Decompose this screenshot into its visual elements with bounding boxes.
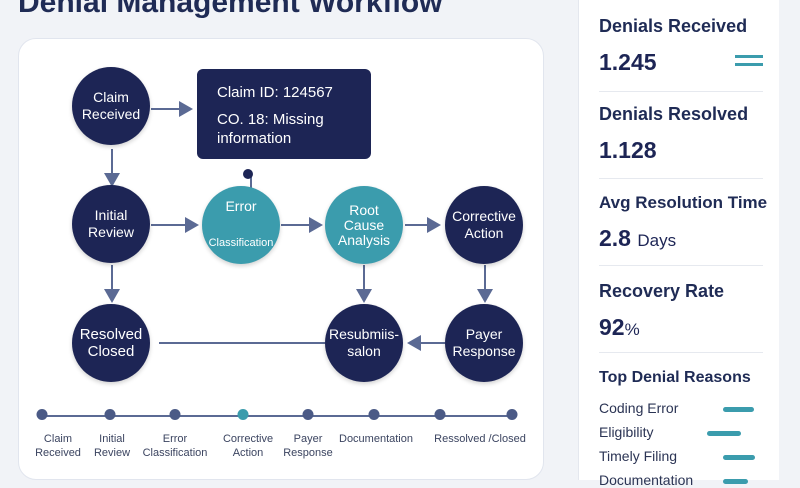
node-root-cause-analysis[interactable]: Root Cause Analysis	[325, 186, 403, 264]
timeline-dot-error-classification[interactable]	[169, 409, 181, 420]
top-denial-reasons: Top Denial Reasons	[599, 369, 763, 387]
claim-tooltip: Claim ID: 124567 CO. 18: Missing informa…	[197, 69, 371, 159]
stat-denials-received-label: Denials Received	[599, 16, 748, 36]
stats-panel: Denials Received 1.245 Denials Resolved …	[578, 0, 779, 488]
node-corrective-action[interactable]: Corrective Action	[445, 186, 523, 264]
reason-label: Documentation	[599, 472, 694, 488]
reason-row: Documentation	[599, 472, 763, 488]
reason-bar	[707, 431, 741, 436]
timeline-dot-payer-response[interactable]	[302, 409, 314, 420]
reason-row: Eligibility	[599, 424, 763, 440]
timeline-dot-corrective-action[interactable]	[237, 409, 249, 420]
timeline-label-claim-received: Claim Received	[35, 433, 81, 459]
reason-label: Coding Error	[599, 400, 679, 416]
timeline-dot-initial-review[interactable]	[104, 409, 116, 420]
timeline-dot-end[interactable]	[506, 409, 518, 420]
reason-bar	[723, 455, 755, 460]
stat-recovery-rate-label: Recovery Rate	[599, 281, 725, 301]
stat-recovery-rate-number: 92	[599, 314, 625, 340]
stat-divider	[599, 91, 763, 92]
timeline-label-resolved-closed: Ressolved /Closed	[434, 433, 526, 445]
stat-recovery-rate-value: 92%	[599, 314, 763, 341]
timeline-label-error-classification: Error Classification	[142, 433, 208, 459]
node-resubmission[interactable]: Resubmiis- salon	[325, 304, 403, 382]
stat-avg-resolution: Avg Resolution Time 2.8 Days	[599, 193, 768, 252]
timeline-label-corrective-action: Corrective Action	[222, 433, 274, 459]
tooltip-claim-id: Claim ID: 124567	[217, 84, 333, 101]
stat-denials-received: Denials Received 1.245	[599, 16, 763, 76]
tooltip-anchor-dot	[243, 169, 253, 179]
timeline-label-payer-response: Payer Response	[283, 433, 333, 459]
timeline-dot-documentation[interactable]	[368, 409, 380, 420]
stat-avg-resolution-unit: Days	[637, 231, 677, 250]
reason-row: Coding Error	[599, 400, 763, 416]
timeline-label-documentation: Documentation	[339, 433, 413, 445]
node-claim-received[interactable]: Claim Received	[72, 67, 150, 145]
stat-denials-received-value: 1.245	[599, 49, 657, 75]
reason-bar	[723, 407, 754, 412]
stat-avg-resolution-number: 2.8	[599, 225, 631, 251]
stat-denials-resolved: Denials Resolved 1.128	[599, 104, 763, 164]
stat-denials-resolved-value: 1.128	[599, 137, 657, 163]
node-initial-review[interactable]: Initial Review	[72, 185, 150, 263]
stat-denials-resolved-label: Denials Resolved	[599, 104, 749, 124]
top-denial-reasons-title: Top Denial Reasons	[599, 369, 751, 386]
reason-row: Timely Filing	[599, 448, 763, 464]
stat-divider	[599, 178, 763, 179]
stat-divider	[599, 265, 763, 266]
stat-avg-resolution-value: 2.8 Days	[599, 225, 763, 252]
node-payer-response[interactable]: Payer Response	[445, 304, 523, 382]
stat-recovery-rate-unit: %	[624, 320, 640, 339]
menu-icon[interactable]	[735, 55, 763, 66]
page-title: Denial Management Workflow	[18, 0, 443, 19]
reason-label: Eligibility	[599, 424, 654, 440]
node-resolved-closed[interactable]: Resolved Closed	[72, 304, 150, 382]
timeline-dot-resolved-closed[interactable]	[434, 409, 446, 420]
node-error-classification-sub: Classification	[208, 237, 274, 249]
stat-recovery-rate: Recovery Rate 92%	[599, 281, 763, 341]
stat-avg-resolution-label: Avg Resolution Time	[599, 193, 768, 212]
reason-label: Timely Filing	[599, 448, 678, 464]
node-error-classification[interactable]: Error Classification	[202, 186, 280, 264]
timeline-label-initial-review: Initial Review	[93, 433, 131, 459]
node-error-classification-title: Error	[225, 198, 257, 214]
stat-divider	[599, 352, 763, 353]
timeline-dot-claim-received[interactable]	[36, 409, 48, 420]
tooltip-denial-reason: CO. 18: Missing information	[217, 111, 324, 147]
